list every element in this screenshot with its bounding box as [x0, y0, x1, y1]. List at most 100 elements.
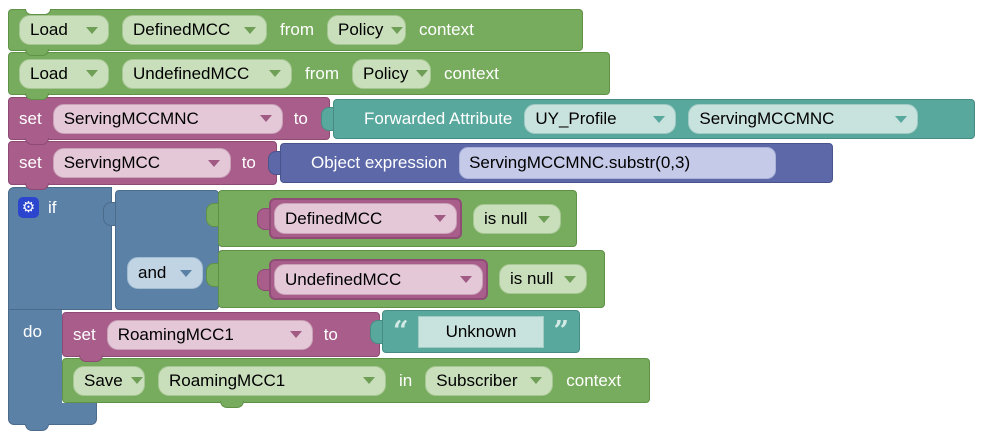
statement-bump — [25, 49, 49, 56]
statement-bump — [25, 424, 49, 431]
context-dropdown-label: Subscriber — [436, 370, 518, 390]
chevron-down-icon — [538, 215, 550, 223]
chevron-down-icon — [653, 115, 666, 123]
statement-bump — [79, 355, 103, 362]
quote-open-icon: “ — [393, 315, 409, 347]
gear-icon[interactable]: ⚙ — [18, 197, 39, 218]
value-tab — [257, 269, 271, 291]
action-dropdown[interactable]: Save — [73, 365, 145, 396]
variable-dropdown-label: UndefinedMCC — [133, 63, 250, 83]
top-notch — [25, 9, 51, 15]
block-save-roamingmcc1[interactable]: Save RoamingMCC1 in Subscriber context — [62, 358, 650, 403]
value-tab — [370, 320, 384, 344]
action-dropdown[interactable]: Load — [19, 15, 109, 45]
quote-close-icon: ” — [553, 315, 569, 347]
is-null-dropdown[interactable]: is null — [499, 264, 587, 294]
chevron-down-icon — [895, 115, 908, 123]
context-dropdown-label: Policy — [338, 20, 384, 39]
set-label: set — [19, 153, 42, 172]
context-label: context — [444, 63, 499, 83]
chevron-down-icon — [269, 70, 281, 77]
statement-bump — [25, 93, 49, 100]
block-condition-undefined[interactable]: UndefinedMCC is null — [218, 250, 605, 308]
if-bottom-bar[interactable] — [8, 403, 97, 425]
if-label: if — [48, 198, 57, 217]
context-label: context — [419, 20, 474, 39]
statement-bump — [25, 183, 49, 190]
to-label: to — [293, 108, 308, 128]
variable-dropdown[interactable]: RoamingMCC1 — [158, 365, 386, 396]
gear-glyph: ⚙ — [21, 199, 36, 216]
block-if[interactable]: ⚙ if — [8, 187, 112, 310]
block-set-servingmccmnc[interactable]: set ServingMCCMNC to — [8, 97, 330, 140]
profile-dropdown-label: UY_Profile — [535, 109, 617, 128]
profile-dropdown[interactable]: UY_Profile — [524, 104, 677, 134]
string-input-value: Unknown — [445, 321, 517, 341]
action-dropdown-label: Save — [84, 370, 123, 390]
to-label: to — [241, 153, 256, 172]
chevron-down-icon — [391, 26, 404, 34]
action-dropdown[interactable]: Load — [19, 58, 109, 89]
is-null-dropdown-label: is null — [510, 269, 554, 288]
block-and-operator[interactable]: and — [115, 190, 219, 310]
context-dropdown[interactable]: Policy — [352, 58, 431, 89]
context-dropdown[interactable]: Policy — [327, 15, 406, 45]
do-label: do — [23, 322, 42, 341]
to-label: to — [323, 324, 338, 344]
expression-input-value: ServingMCCMNC.substr(0,3) — [469, 153, 691, 172]
chevron-down-icon — [564, 275, 576, 283]
attribute-dropdown[interactable]: ServingMCCMNC — [688, 104, 919, 134]
variable-dropdown[interactable]: ServingMCC — [52, 148, 231, 178]
value-tab — [103, 202, 117, 226]
block-variable-undefinedmcc[interactable]: UndefinedMCC — [269, 259, 488, 300]
chevron-down-icon — [130, 377, 143, 384]
block-load-undefined[interactable]: Load UndefinedMCC from Policy context — [8, 52, 610, 95]
value-tab — [206, 203, 220, 227]
block-condition-defined[interactable]: DefinedMCC is null — [218, 190, 577, 247]
chevron-down-icon — [259, 115, 272, 122]
variable-dropdown[interactable]: DefinedMCC — [122, 15, 267, 45]
from-label: from — [280, 20, 314, 39]
variable-dropdown[interactable]: RoamingMCC1 — [106, 319, 313, 350]
chevron-down-icon — [289, 331, 302, 338]
action-dropdown-label: Load — [30, 20, 68, 39]
is-null-dropdown[interactable]: is null — [473, 204, 561, 234]
action-dropdown-label: Load — [30, 63, 68, 83]
context-label: context — [566, 370, 622, 390]
variable-dropdown[interactable]: ServingMCCMNC — [52, 103, 283, 134]
expression-input[interactable]: ServingMCCMNC.substr(0,3) — [459, 147, 777, 179]
block-string-unknown[interactable]: “ Unknown ” — [382, 310, 580, 353]
attribute-dropdown-label: ServingMCCMNC — [699, 109, 835, 128]
forwarded-attribute-label: Forwarded Attribute — [364, 109, 513, 128]
block-set-roamingmcc1[interactable]: set RoamingMCC1 to — [62, 312, 380, 357]
chevron-down-icon — [363, 377, 375, 384]
variable-dropdown[interactable]: UndefinedMCC — [274, 264, 483, 295]
and-dropdown-label: and — [138, 263, 167, 282]
statement-bump — [220, 401, 244, 408]
block-set-servingmcc[interactable]: set ServingMCC to — [8, 141, 277, 185]
chevron-down-icon — [416, 70, 429, 77]
block-forwarded-attribute[interactable]: Forwarded Attribute UY_Profile ServingMC… — [333, 99, 975, 139]
if-spine[interactable]: do — [8, 310, 62, 403]
statement-bump — [25, 138, 49, 145]
chevron-down-icon — [530, 377, 543, 384]
value-tab — [206, 263, 220, 287]
value-tab — [257, 208, 271, 230]
set-label: set — [19, 108, 42, 128]
context-dropdown[interactable]: Subscriber — [425, 365, 554, 396]
block-variable-definedmcc[interactable]: DefinedMCC — [269, 198, 462, 239]
chevron-down-icon — [207, 159, 220, 167]
object-expression-label: Object expression — [311, 153, 448, 172]
chevron-down-icon — [244, 26, 256, 34]
block-object-expression[interactable]: Object expression ServingMCCMNC.substr(0… — [280, 143, 833, 183]
variable-dropdown[interactable]: DefinedMCC — [274, 203, 457, 234]
variable-dropdown[interactable]: UndefinedMCC — [122, 58, 292, 89]
context-dropdown-label: Policy — [363, 63, 409, 83]
and-dropdown[interactable]: and — [127, 257, 203, 289]
chevron-down-icon — [460, 276, 472, 283]
string-input[interactable]: Unknown — [417, 315, 545, 348]
variable-dropdown-label: RoamingMCC1 — [169, 370, 286, 390]
block-load-defined[interactable]: Load DefinedMCC from Policy context — [8, 9, 583, 51]
value-tab — [268, 151, 282, 175]
